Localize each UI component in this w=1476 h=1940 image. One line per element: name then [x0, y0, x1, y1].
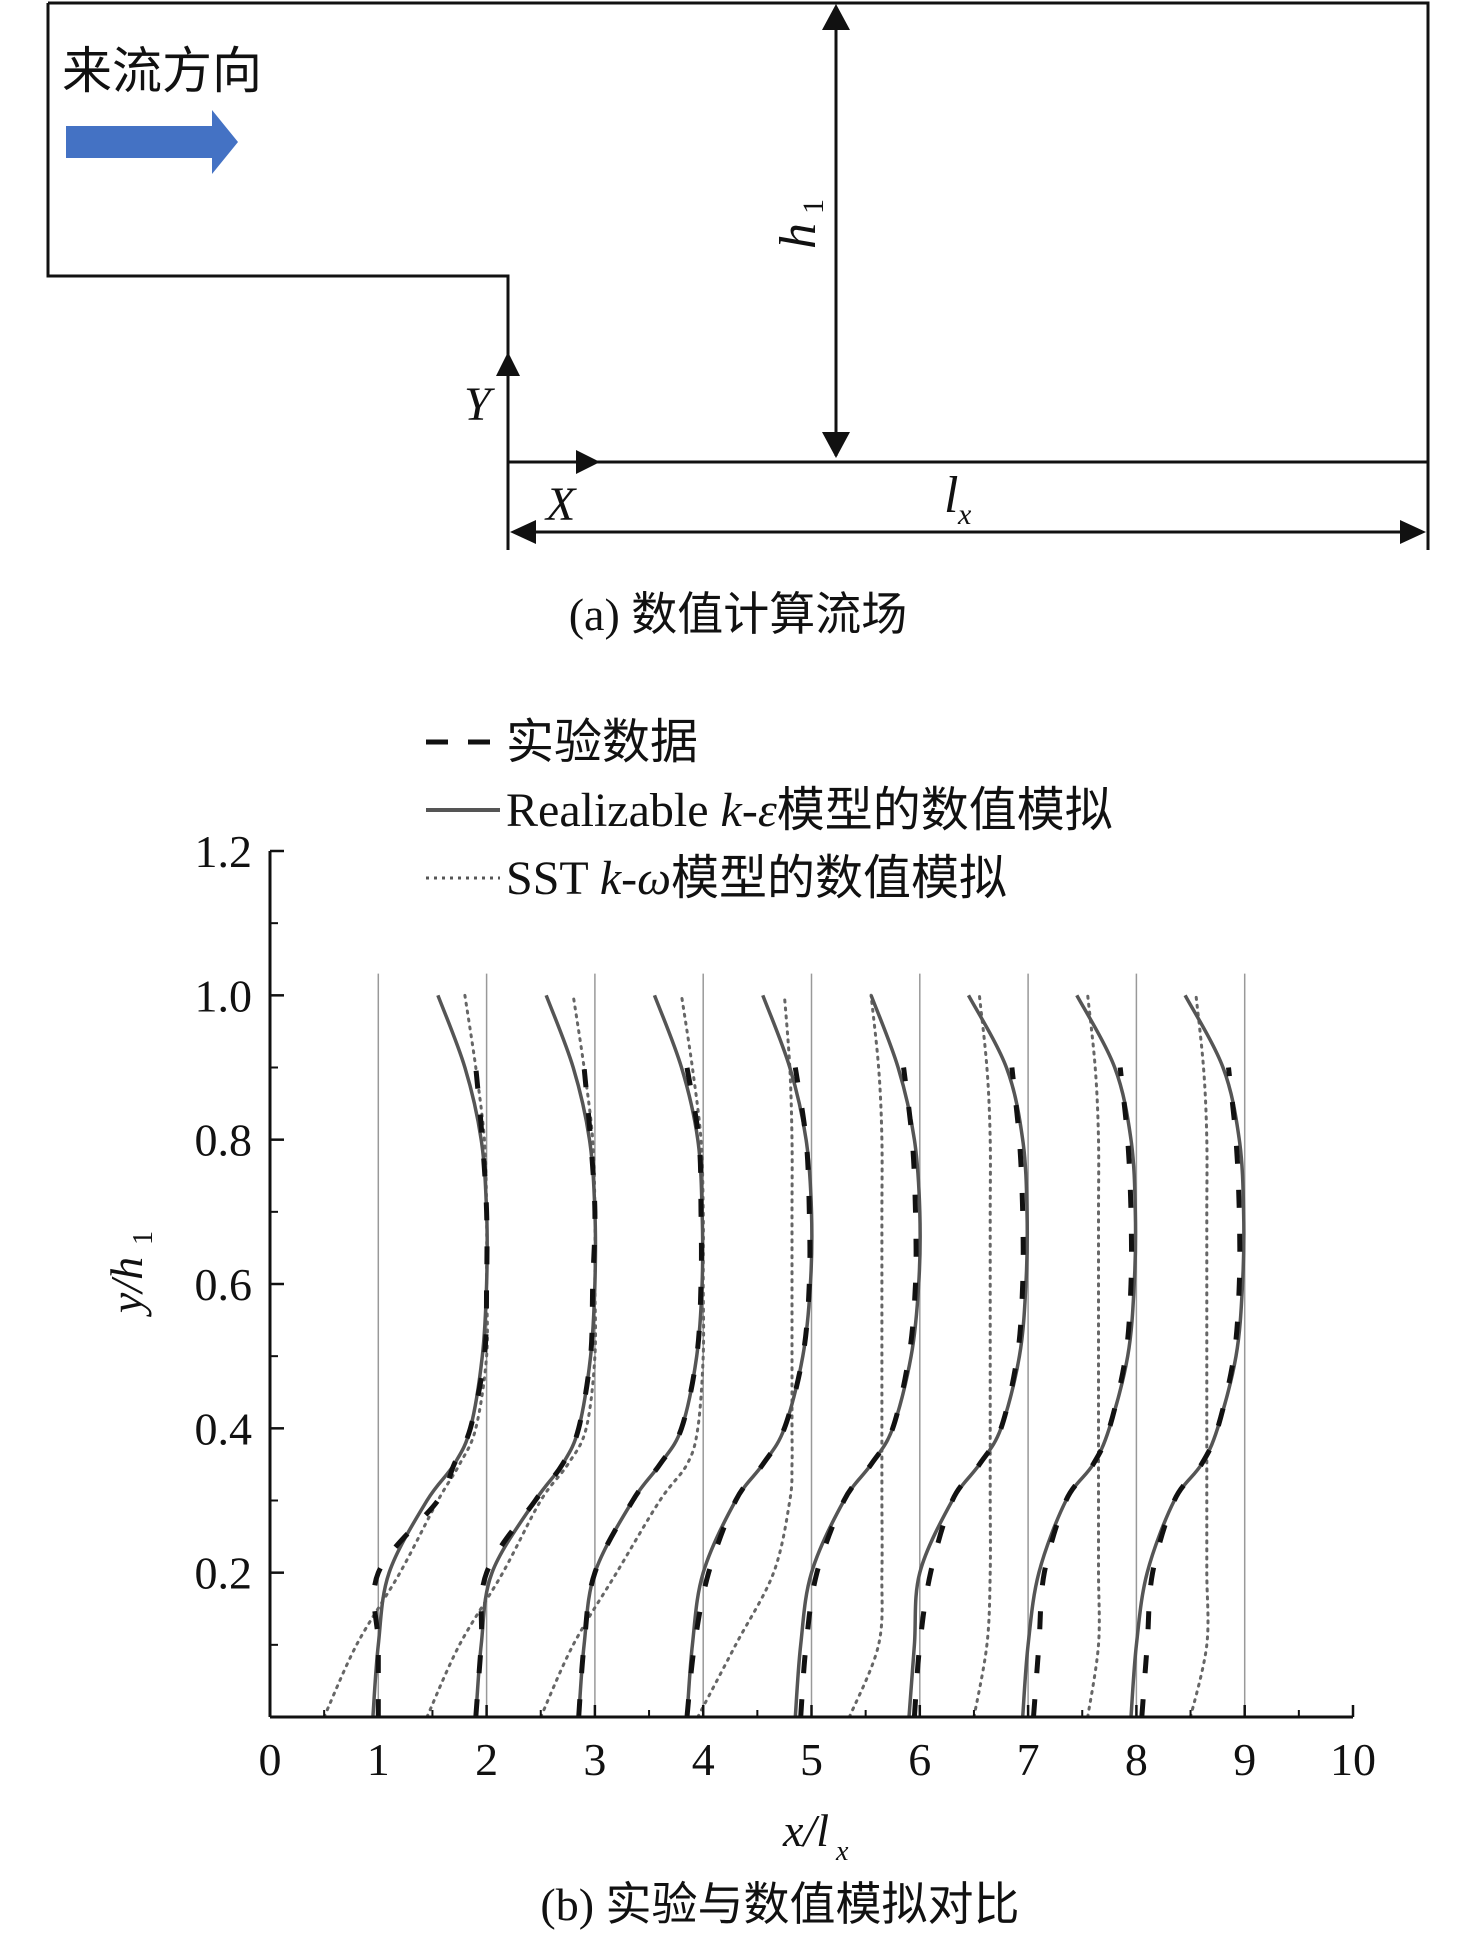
svg-text:y/h: y/h: [101, 1257, 152, 1317]
x-tick-label-1: 1: [367, 1734, 390, 1785]
realizable-profile-1: [371, 994, 489, 1718]
experiment-profile-2: [473, 1067, 598, 1718]
panel-a-caption: (a) 数值计算流场: [569, 589, 908, 640]
x-tick-label-0: 0: [259, 1734, 282, 1785]
experiment-profile-3: [576, 1067, 704, 1718]
x-axis-arrow-icon: [576, 450, 600, 474]
h1-label: h 1: [770, 199, 830, 249]
sst-profile-3: [539, 993, 706, 1719]
y-tick-label-1.0: 1.0: [195, 970, 253, 1021]
realizable-profile-7: [1020, 994, 1138, 1718]
x-tick-label-2: 2: [475, 1734, 498, 1785]
legend-sst-label: SST k-ω模型的数值模拟: [506, 852, 1007, 905]
svg-text:h: h: [770, 223, 827, 249]
panel-a-domain-sketch: 来流方向 h 1 Y X l x (a) 数值计算流场: [46, 1, 1430, 640]
x-tick-label-6: 6: [908, 1734, 931, 1785]
experiment-profile-6: [911, 1067, 1026, 1718]
experiment-profile-4: [684, 1067, 813, 1718]
h1-arrow-bottom-icon: [822, 432, 850, 458]
x-tick-label-7: 7: [1017, 1734, 1040, 1785]
realizable-profile-4: [685, 994, 814, 1718]
x-tick-label-3: 3: [583, 1734, 606, 1785]
x-tick-label-8: 8: [1125, 1734, 1148, 1785]
x-tick-label-4: 4: [692, 1734, 715, 1785]
legend-realizable-label: Realizable k-ε模型的数值模拟: [506, 784, 1113, 837]
x-axis-letter: X: [544, 478, 577, 531]
y-tick-label-0.4: 0.4: [195, 1403, 253, 1454]
panel-b-chart: 实验数据 Realizable k-ε模型的数值模拟 SST k-ω模型的数值模…: [101, 716, 1376, 1930]
y-axis-arrow-icon: [496, 352, 520, 376]
lx-arrow-left-icon: [510, 520, 536, 544]
realizable-profile-6: [907, 994, 1030, 1718]
svg-text:1: 1: [797, 199, 830, 214]
lx-label: l x: [944, 467, 972, 531]
flow-direction-arrow-icon: [66, 110, 238, 174]
sst-profile-5: [847, 993, 884, 1719]
y-tick-label-0.6: 0.6: [195, 1259, 253, 1310]
legend-experiment-label: 实验数据: [506, 716, 698, 769]
x-tick-label-10: 10: [1330, 1734, 1376, 1785]
experiment-profile-5: [798, 1067, 919, 1718]
x-axis-label: x/l x: [782, 1805, 849, 1867]
flow-direction-label: 来流方向: [62, 43, 262, 99]
sst-profile-1: [322, 993, 489, 1719]
h1-arrow-top-icon: [822, 4, 850, 30]
reference-lines: [377, 973, 1246, 1717]
realizable-profile-2: [474, 994, 598, 1718]
realizable-profile-3: [576, 994, 705, 1718]
svg-text:1: 1: [128, 1231, 159, 1245]
sst-profile-8: [1189, 993, 1210, 1719]
sst-profile-7: [1086, 993, 1101, 1719]
experiment-profile-8: [1139, 1067, 1243, 1718]
svg-text:x: x: [835, 1836, 849, 1867]
plot-series: [322, 993, 1246, 1719]
y-tick-label-0.2: 0.2: [195, 1548, 253, 1599]
svg-text:x: x: [957, 498, 972, 531]
legend: 实验数据 Realizable k-ε模型的数值模拟 SST k-ω模型的数值模…: [426, 716, 1113, 905]
sst-profile-6: [972, 993, 992, 1719]
realizable-profile-8: [1129, 994, 1246, 1718]
y-tick-label-1.2: 1.2: [195, 826, 253, 877]
sst-profile-4: [696, 993, 794, 1719]
x-tick-label-5: 5: [800, 1734, 823, 1785]
y-tick-label-0.8: 0.8: [195, 1115, 253, 1166]
x-tick-label-9: 9: [1233, 1734, 1256, 1785]
panel-b-caption: (b) 实验与数值模拟对比: [540, 1879, 1019, 1930]
svg-text:l: l: [944, 467, 958, 524]
y-axis-letter: Y: [464, 378, 495, 431]
sst-profile-2: [425, 993, 598, 1719]
axes: 0 1 2 3 4 5 6 7 8 9 10 0.2 0.4 0.6 0.8 1.0 1.2: [195, 826, 1377, 1785]
lx-arrow-right-icon: [1400, 520, 1426, 544]
realizable-profile-5: [793, 994, 922, 1718]
experiment-profile-7: [1031, 1067, 1135, 1718]
experiment-profile-1: [371, 1067, 490, 1717]
y-axis-label: y/h 1: [101, 1231, 159, 1317]
svg-text:x/l: x/l: [782, 1805, 829, 1856]
